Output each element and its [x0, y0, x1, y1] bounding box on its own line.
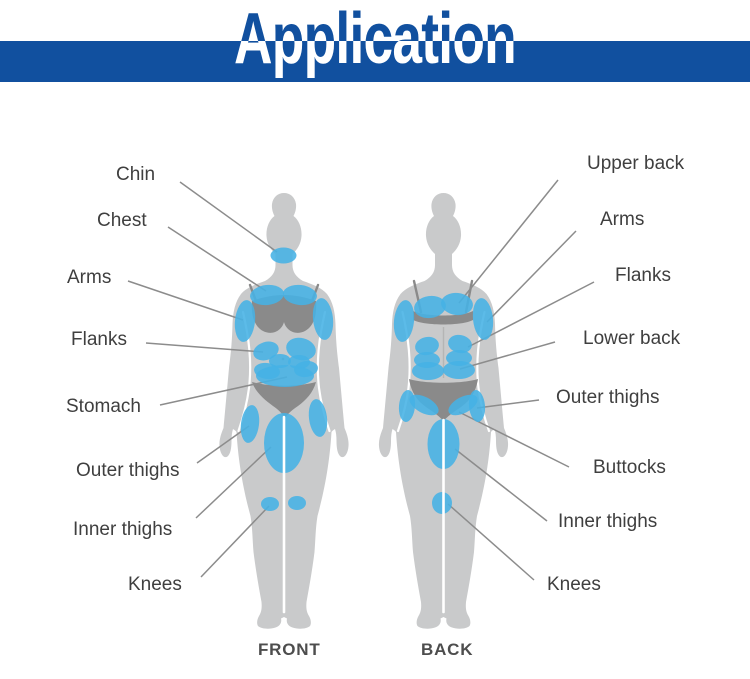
label-flanks-back: Flanks	[615, 265, 671, 286]
title-band	[0, 41, 750, 82]
zone-outer-thigh-front-right	[308, 399, 328, 437]
label-chest: Chest	[97, 210, 147, 231]
label-chin: Chin	[116, 164, 156, 185]
zone-buttock-right	[448, 394, 478, 416]
label-arms-front: Arms	[67, 267, 112, 288]
zone-arm-back-right	[472, 298, 494, 340]
label-knees-front: Knees	[128, 574, 182, 595]
back-highlight-zones	[393, 292, 494, 614]
leader-knees-back	[447, 503, 535, 581]
zone-lower-back-right	[443, 361, 475, 379]
zone-lower-back-left	[412, 362, 444, 380]
zone-chin	[270, 247, 297, 264]
label-lower-back: Lower back	[583, 328, 681, 349]
zone-upper-back-right	[441, 292, 473, 316]
label-outer-thighs-front: Outer thighs	[76, 460, 180, 481]
page-title: Application	[234, 0, 517, 79]
label-flanks-front: Flanks	[71, 329, 127, 350]
zone-chest-left	[250, 284, 284, 306]
page-title-top-half: Application	[98, 3, 653, 41]
back-underwear	[409, 379, 478, 421]
leader-flanks-front	[145, 342, 264, 353]
label-inner-thighs-back: Inner thighs	[558, 511, 658, 532]
label-stomach: Stomach	[66, 396, 141, 417]
label-outer-thighs-back: Outer thighs	[556, 387, 660, 408]
zone-knee-front-right	[288, 496, 306, 510]
leader-lower-back	[459, 341, 556, 370]
leader-arms-front	[127, 280, 244, 321]
back-bra-band	[413, 311, 473, 325]
front-underwear	[252, 382, 316, 418]
leader-outer-thighs-back	[476, 399, 540, 409]
leader-outer-thighs-front	[196, 425, 250, 464]
leader-arms-back	[486, 230, 577, 323]
leader-inner-thighs-front	[195, 446, 272, 519]
leader-inner-thighs-back	[454, 448, 548, 522]
leader-lines	[127, 179, 595, 581]
zone-arm-back-left	[393, 300, 415, 342]
leader-chin	[179, 181, 278, 253]
zone-chest-right	[283, 284, 317, 306]
leader-knees-front	[200, 505, 270, 578]
zone-knee-front-left	[261, 497, 279, 511]
label-arms-back: Arms	[600, 209, 645, 230]
leader-chest	[167, 226, 267, 292]
zone-arm-front-left	[234, 300, 256, 342]
zone-flank-front-center-left	[269, 354, 291, 368]
zone-stomach	[256, 365, 314, 387]
back-caption: BACK	[421, 640, 474, 659]
zone-flank-back-right	[448, 334, 472, 354]
label-inner-thighs-front: Inner thighs	[73, 519, 173, 540]
front-caption: FRONT	[258, 640, 321, 659]
zone-arm-front-right	[312, 298, 334, 340]
leader-upper-back	[458, 179, 559, 304]
zone-flank-back-left	[415, 336, 439, 356]
label-upper-back: Upper back	[587, 153, 685, 174]
zone-flank-front-right	[286, 337, 316, 361]
zone-flank-front-left	[253, 341, 279, 361]
label-knees-back: Knees	[547, 574, 601, 595]
label-buttocks: Buttocks	[593, 457, 666, 478]
zone-knees-back	[432, 492, 452, 514]
zone-buttock-left	[409, 394, 439, 416]
zone-upper-back-left	[414, 295, 446, 319]
page-title-overlay: Application	[0, 3, 750, 41]
front-highlight-zones	[234, 247, 334, 614]
zone-outer-thigh-front-left	[240, 405, 260, 443]
